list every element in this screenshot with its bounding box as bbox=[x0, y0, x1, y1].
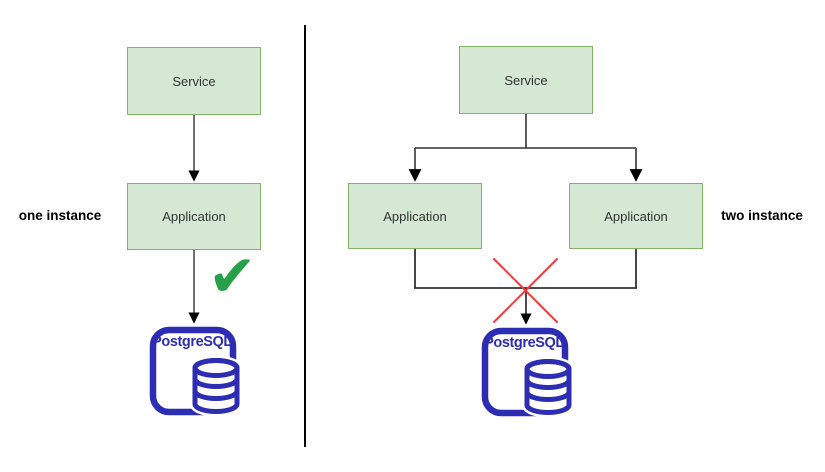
application-box-right-1: Application bbox=[348, 183, 482, 249]
postgresql-icon-left: PostgreSQL bbox=[148, 325, 242, 417]
application-box-right-2: Application bbox=[569, 183, 703, 249]
red-cross-icon bbox=[493, 258, 558, 323]
postgresql-icon-shapes bbox=[481, 327, 574, 418]
postgresql-icon-right: PostgreSQL bbox=[480, 326, 574, 418]
check-icon: ✔ bbox=[208, 244, 257, 309]
caption-two-instance: two instance bbox=[721, 208, 803, 223]
application-label: Application bbox=[162, 209, 226, 224]
postgresql-icon-shapes bbox=[149, 326, 242, 417]
application-label: Application bbox=[604, 208, 668, 224]
service-label: Service bbox=[504, 72, 548, 88]
application-label: Application bbox=[383, 208, 447, 224]
database-cylinder-icon bbox=[190, 355, 242, 417]
service-box-right: Service bbox=[459, 46, 593, 114]
service-box-left: Service bbox=[127, 47, 261, 115]
divider-line bbox=[304, 25, 306, 447]
service-label: Service bbox=[172, 73, 216, 89]
database-cylinder-icon bbox=[522, 356, 574, 418]
postgresql-label: PostgreSQL bbox=[152, 334, 232, 350]
application-box-left: Application bbox=[127, 183, 261, 250]
postgresql-label: PostgreSQL bbox=[484, 335, 564, 351]
caption-one-instance: one instance bbox=[18, 208, 102, 223]
